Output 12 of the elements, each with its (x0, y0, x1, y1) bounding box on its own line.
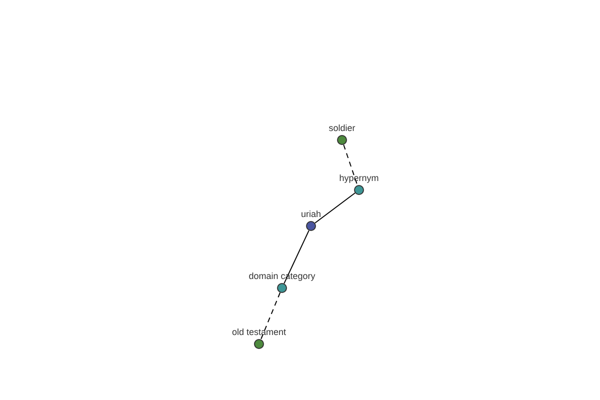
connector-line (343, 144, 358, 186)
connector-line (260, 292, 281, 340)
node-circle (277, 283, 287, 293)
node-label: hypernym (339, 173, 379, 183)
node-label: soldier (328, 123, 356, 133)
node-circle (337, 135, 347, 145)
node-circle (354, 185, 364, 195)
node-label: uriah (301, 209, 321, 219)
connector-line (314, 192, 356, 224)
node-label: old testament (232, 327, 286, 337)
node-circle (306, 221, 316, 231)
node-circle (254, 339, 264, 349)
